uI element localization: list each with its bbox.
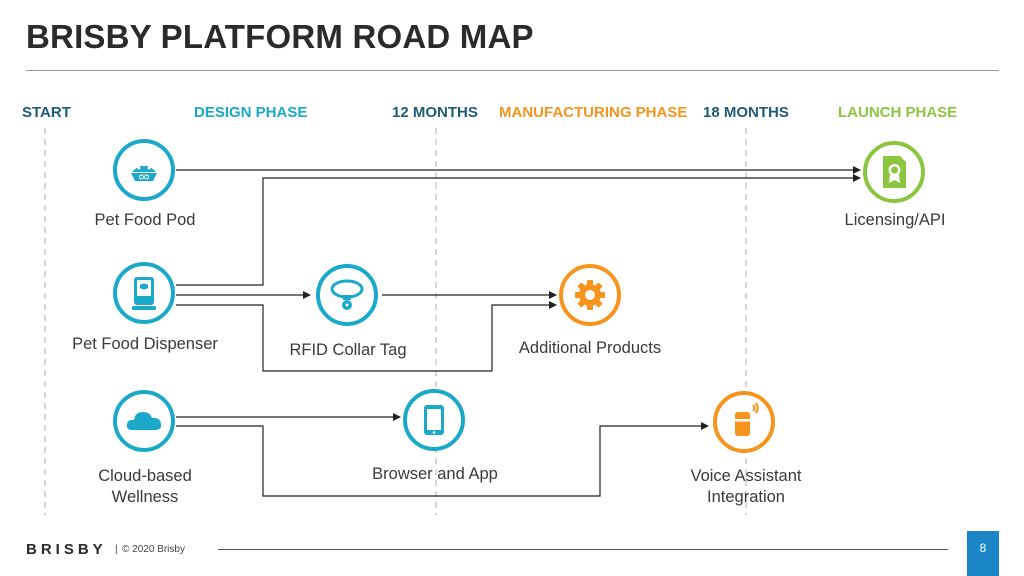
- cloud-wellness-node[interactable]: [113, 390, 175, 452]
- licensing-api-label: Licensing/API: [844, 211, 946, 229]
- rfid-collar-tag-node[interactable]: [316, 264, 378, 326]
- cloud-wellness-label-line1: Cloud-based: [98, 467, 192, 485]
- collar-tag-icon: [330, 279, 364, 310]
- pet-food-pod-label: Pet Food Pod: [94, 211, 196, 229]
- cloud-icon: [126, 412, 162, 430]
- phase-launch: LAUNCH PHASE: [838, 104, 958, 121]
- certificate-icon: [883, 156, 906, 188]
- voice-assistant-label-line1: Voice Assistant: [690, 467, 802, 485]
- title-divider: [26, 70, 999, 71]
- footer-copyright: © 2020 Brisby: [122, 544, 185, 555]
- cloud-wellness-label: Cloud-based Wellness: [80, 466, 210, 508]
- pet-food-dispenser-label: Pet Food Dispenser: [72, 335, 218, 353]
- smart-speaker-icon: [735, 402, 759, 436]
- phase-18-months: 18 MONTHS: [703, 104, 789, 121]
- phase-design: DESIGN PHASE: [194, 104, 308, 121]
- browser-app-label: Browser and App: [372, 465, 498, 483]
- cloud-wellness-label-line2: Wellness: [111, 488, 179, 506]
- footer-divider: [218, 549, 948, 550]
- voice-assistant-node[interactable]: [713, 391, 775, 453]
- pet-food-pod-node[interactable]: [113, 139, 175, 201]
- licensing-api-node[interactable]: [863, 141, 925, 203]
- food-bowl-icon: [131, 163, 157, 181]
- connector-cloud-voice: [176, 422, 709, 497]
- connector-dispenser-licensing: [176, 174, 861, 286]
- rfid-collar-tag-label: RFID Collar Tag: [289, 341, 407, 359]
- footer-separator: |: [115, 544, 118, 555]
- page-title: BRISBY PLATFORM ROAD MAP: [26, 18, 534, 55]
- voice-assistant-label: Voice Assistant Integration: [666, 466, 826, 508]
- additional-products-node[interactable]: [559, 264, 621, 326]
- tablet-icon: [424, 405, 444, 435]
- page-number: 8: [967, 531, 999, 576]
- phase-start: START: [22, 104, 71, 121]
- gear-icon: [575, 280, 605, 310]
- connector-dispenser-additional: [176, 301, 557, 372]
- voice-assistant-label-line2: Integration: [707, 488, 785, 506]
- phase-12-months: 12 MONTHS: [392, 104, 478, 121]
- pet-food-dispenser-node[interactable]: [113, 262, 175, 324]
- phase-manufacturing: MANUFACTURING PHASE: [499, 104, 688, 121]
- browser-app-node[interactable]: [403, 389, 465, 451]
- dispenser-icon: [132, 277, 156, 310]
- footer-brand-logo: BRISBY: [26, 541, 107, 558]
- additional-products-label: Additional Products: [518, 339, 662, 357]
